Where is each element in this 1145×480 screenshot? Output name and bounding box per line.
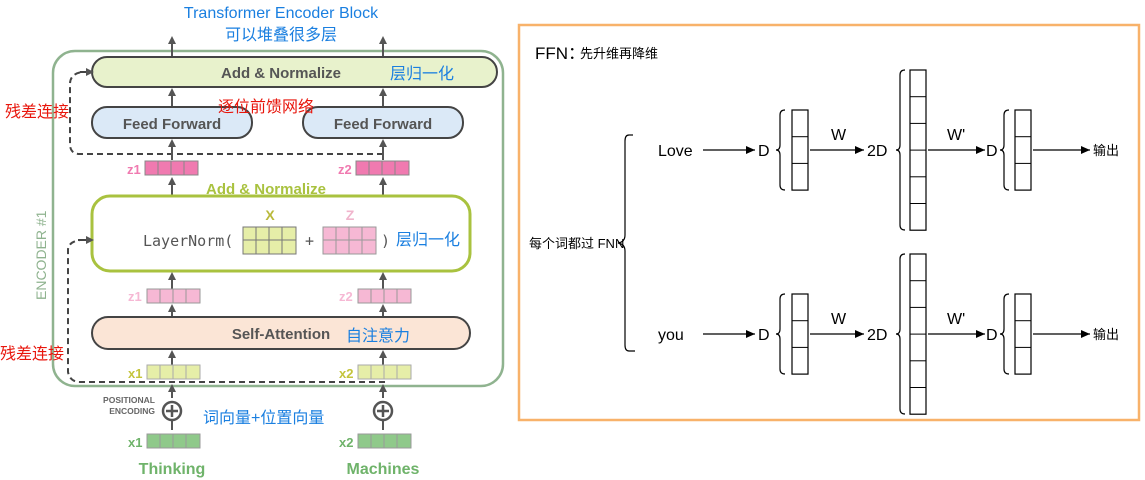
x-matrix-label: X [265,207,275,223]
ffn-row-love: Love D W 2D W' D 输出 [658,69,1119,231]
weight1-label: W [831,127,847,144]
x2-label-input: x2 [339,366,353,381]
encoder-label: ENCODER #1 [33,210,49,300]
z1-vector-top: z1 [127,160,199,177]
word-thinking: Thinking [139,461,206,478]
weight2-label: W' [947,311,965,328]
positional-encoding-line2: ENCODING [109,406,155,416]
self-attention-box [91,316,471,350]
x1-label-input: x1 [128,366,142,381]
positional-encoding-line1: POSITIONAL [103,395,155,405]
feed-forward-2-label: Feed Forward [334,116,432,133]
brace-output [999,293,1010,375]
diagram-subtitle: 可以堆叠很多层 [225,26,337,44]
residual-label-bottom: 残差连接 [0,345,64,363]
ffn-title: FFN： [535,44,585,63]
z2-label-bottom: z2 [339,289,353,304]
feed-forward-1-label: Feed Forward [123,116,221,133]
ffn-frame [517,23,1141,422]
add-normalize-mid-label: Add & Normalize [206,181,326,198]
z-matrix-label: Z [346,207,355,223]
weight1-label: W [831,311,847,328]
dim-in-label: D [758,143,770,160]
feed-forward-annotation: 逐位前馈网络 [218,97,314,116]
brace-hidden [895,253,906,415]
self-attention-annotation: 自注意力 [346,326,410,345]
z2-vector-top: z2 [338,160,410,177]
word-label: Love [658,143,693,160]
branch-label: 每个词都过 FNN [529,236,624,251]
z2-label-top: z2 [338,162,352,177]
ffn-subtitle: 先升维再降维 [580,46,658,61]
plus-circle-icon [372,400,394,430]
feed-forward-1 [91,106,253,139]
ffn-row-you: you D W 2D W' D 输出 [658,253,1119,415]
encoder-diagram: Transformer Encoder Block 可以堆叠很多层 ENCODE… [0,5,505,478]
residual-label-top: 残差连接 [5,103,69,121]
hidden-vector [909,69,927,231]
z2-vector-bottom: z2 [339,288,412,304]
dim-out-label: D [986,143,998,160]
output-vector [1014,293,1032,375]
input-vector [791,109,809,191]
brace-input [775,293,786,375]
z-matrix [322,226,377,255]
diagram-title: Transformer Encoder Block [184,5,379,22]
layernorm-prefix: LayerNorm( [143,232,233,250]
residual-connection-top [69,71,383,155]
weight2-label: W' [947,127,965,144]
hidden-vector [909,253,927,415]
input-vector [791,293,809,375]
residual-connection-bottom [67,239,385,383]
x2-label-embedding: x2 [339,435,353,450]
branch-brace [617,134,635,352]
dim-out-label: D [986,327,998,344]
x1-vector-embedding: x1 [128,433,201,450]
x2-vector-input: x2 [339,364,412,381]
layer-norm-annotation-top: 层归一化 [390,65,454,83]
plus-sign: + [305,232,314,250]
self-attention-label: Self-Attention [232,326,330,343]
dim-in-label: D [758,327,770,344]
output-label: 输出 [1093,143,1119,158]
add-normalize-top-label: Add & Normalize [221,65,341,82]
z1-vector-bottom: z1 [128,288,201,304]
x1-vector-input: x1 [128,364,201,381]
x2-vector-embedding: x2 [339,433,412,450]
layernorm-suffix: ) [381,232,390,250]
z1-label-bottom: z1 [128,289,142,304]
feed-forward-2 [302,106,464,139]
brace-input [775,109,786,191]
word-label: you [658,327,684,344]
layer-norm-annotation-mid: 层归一化 [396,231,460,249]
dim-hidden-label: 2D [867,143,887,160]
x1-label-embedding: x1 [128,435,142,450]
z1-label-top: z1 [127,162,141,177]
brace-output [999,109,1010,191]
output-vector [1014,109,1032,191]
dim-hidden-label: 2D [867,327,887,344]
plus-circle-icon [161,400,183,430]
word-machines: Machines [347,461,420,478]
brace-hidden [895,69,906,231]
x-matrix [242,226,297,255]
output-label: 输出 [1093,327,1119,342]
encoder-frame [51,49,505,388]
positional-encoding-annotation: 词向量+位置向量 [203,409,324,427]
